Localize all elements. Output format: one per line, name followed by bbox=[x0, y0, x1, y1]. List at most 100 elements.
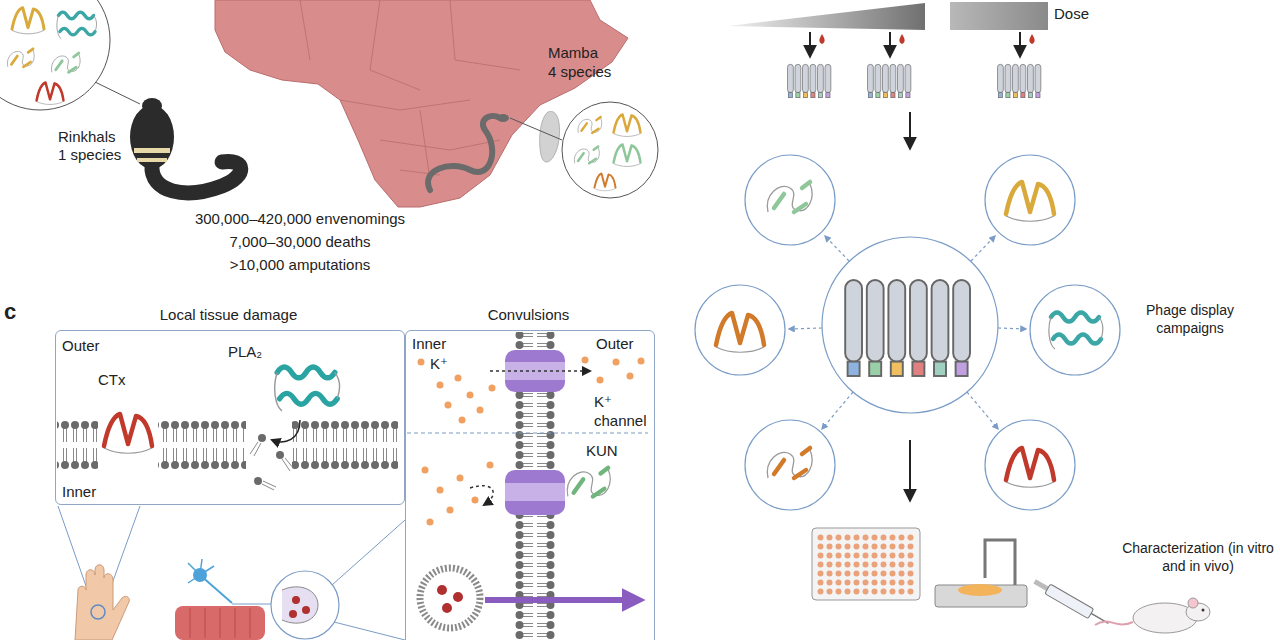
cell-membrane-part bbox=[250, 442, 294, 490]
ion-channel-panel-part-part bbox=[467, 392, 474, 399]
figure-label: Characterization (in vitro and in vivo) bbox=[1122, 540, 1274, 575]
body-illustration-part bbox=[282, 587, 318, 623]
phage-display-part-part bbox=[971, 236, 995, 261]
characterization-icons-part bbox=[812, 528, 920, 600]
rinkhals-inset-part bbox=[12, 8, 44, 34]
cell-membrane-part-part bbox=[254, 443, 261, 456]
cell-membrane-part bbox=[275, 367, 340, 411]
cell-membrane-part-part bbox=[263, 481, 276, 487]
body-illustration-part bbox=[292, 596, 300, 604]
rinkhals-inset-part bbox=[95, 82, 140, 104]
phage-display-part-part bbox=[985, 155, 1075, 245]
characterization-icons-part bbox=[1032, 577, 1111, 629]
cell-membrane-part bbox=[254, 477, 262, 485]
ion-channel-panel-part-part bbox=[477, 407, 484, 414]
figure-label: Rinkhals bbox=[58, 128, 116, 147]
phage-display-part-part bbox=[825, 236, 849, 261]
figure-label: Mamba bbox=[548, 44, 598, 63]
mamba-inset-part bbox=[510, 118, 562, 140]
ion-channel-panel-part bbox=[418, 357, 645, 526]
mamba-inset bbox=[428, 102, 658, 198]
ion-channel-panel-part bbox=[442, 603, 452, 613]
body-illustration-part bbox=[175, 606, 265, 640]
body-illustration-part bbox=[188, 559, 214, 583]
cell-membrane-part bbox=[276, 451, 284, 459]
ion-channel-panel-part bbox=[470, 486, 493, 505]
dose-panel bbox=[728, 2, 1048, 148]
cell-membrane-part bbox=[258, 434, 266, 442]
body-illustration-part bbox=[193, 568, 207, 582]
mamba-inset-part bbox=[614, 144, 641, 166]
rinkhals-inset-part bbox=[7, 49, 34, 67]
cobra-part bbox=[142, 98, 162, 114]
phage-display-part-part bbox=[789, 328, 822, 329]
figure-label: >10,000 amputations bbox=[150, 256, 450, 275]
body-illustration-part bbox=[271, 571, 339, 639]
body-illustration-part bbox=[91, 605, 105, 619]
ion-channel-panel-part-part bbox=[582, 357, 589, 364]
ion-channel-panel-part-part bbox=[447, 507, 454, 514]
ion-channel-panel-part-part bbox=[627, 373, 634, 380]
ion-channel-panel-part bbox=[505, 483, 565, 501]
phage-display-part bbox=[695, 155, 1120, 510]
ion-channel-panel-part-part bbox=[427, 519, 434, 526]
ion-channel-panel-part-part bbox=[597, 377, 604, 384]
ion-channel-panel-part-part bbox=[457, 475, 464, 482]
phage-display-part-part bbox=[822, 392, 853, 429]
figure-label: Dose bbox=[1054, 5, 1089, 24]
ion-channel-panel-part bbox=[490, 370, 590, 372]
mamba-inset-part bbox=[574, 146, 599, 163]
figure-label: 4 species bbox=[548, 63, 611, 82]
dose-panel-part bbox=[788, 64, 831, 97]
phage-display-part bbox=[909, 440, 911, 500]
dose-panel-part bbox=[889, 32, 891, 56]
africa-map bbox=[215, 0, 628, 207]
cell-membrane bbox=[57, 367, 398, 490]
rinkhals-inset-part bbox=[0, 0, 110, 110]
cell-membrane-part-part bbox=[250, 442, 258, 454]
africa-map-part bbox=[540, 111, 560, 162]
characterization-icons-part bbox=[935, 585, 1027, 607]
rinkhals-inset-part bbox=[52, 53, 81, 72]
phage-display-part bbox=[767, 182, 812, 212]
cobra-part bbox=[134, 148, 170, 153]
body-illustration bbox=[58, 506, 405, 640]
cobra-part bbox=[130, 105, 174, 169]
ion-channel-panel-part bbox=[505, 470, 565, 515]
mamba-inset-part bbox=[497, 114, 509, 122]
cell-membrane-part bbox=[292, 420, 398, 470]
panel-label: CTx bbox=[98, 371, 126, 390]
phage-display-part bbox=[1006, 182, 1054, 221]
ion-channel-panel-part-part bbox=[472, 497, 479, 504]
panel-label: K⁺ bbox=[430, 355, 448, 374]
panel-label: Outer bbox=[596, 335, 634, 354]
phage-display-part-part bbox=[1030, 285, 1120, 375]
cell-membrane-part bbox=[57, 420, 98, 470]
phage-display-part bbox=[767, 448, 812, 478]
ion-channel-panel-part-part bbox=[437, 487, 444, 494]
panel-box: ConvulsionsInnerK⁺OuterK⁺ channelKUN bbox=[405, 330, 655, 640]
mamba-inset-part bbox=[578, 117, 602, 133]
figure-label: 7,000–30,000 deaths bbox=[150, 233, 450, 252]
characterization-icons-part bbox=[1095, 621, 1133, 625]
dose-panel-part bbox=[950, 2, 1048, 30]
phage-display-part bbox=[789, 236, 1026, 429]
cell-membrane-part bbox=[158, 420, 246, 470]
ion-channel-panel-part bbox=[437, 585, 447, 595]
body-illustration-part bbox=[302, 606, 310, 614]
characterization-icons-part-part bbox=[1033, 579, 1048, 591]
body-illustration-part bbox=[289, 610, 297, 618]
dose-panel-part bbox=[868, 64, 911, 97]
phage-display bbox=[695, 155, 1120, 510]
dose-panel-part bbox=[728, 3, 925, 30]
ion-channel-panel-part-part bbox=[455, 375, 462, 382]
panel-heading: Convulsions bbox=[406, 306, 651, 325]
dose-panel-part bbox=[909, 112, 911, 148]
phage-display-part bbox=[822, 237, 998, 413]
ion-channel-panel-part-part bbox=[489, 385, 496, 392]
cell-membrane-part-part bbox=[282, 459, 290, 471]
cell-membrane-part bbox=[272, 420, 300, 442]
characterization-icons-part bbox=[1202, 609, 1205, 612]
panel-label: KUN bbox=[586, 442, 618, 461]
